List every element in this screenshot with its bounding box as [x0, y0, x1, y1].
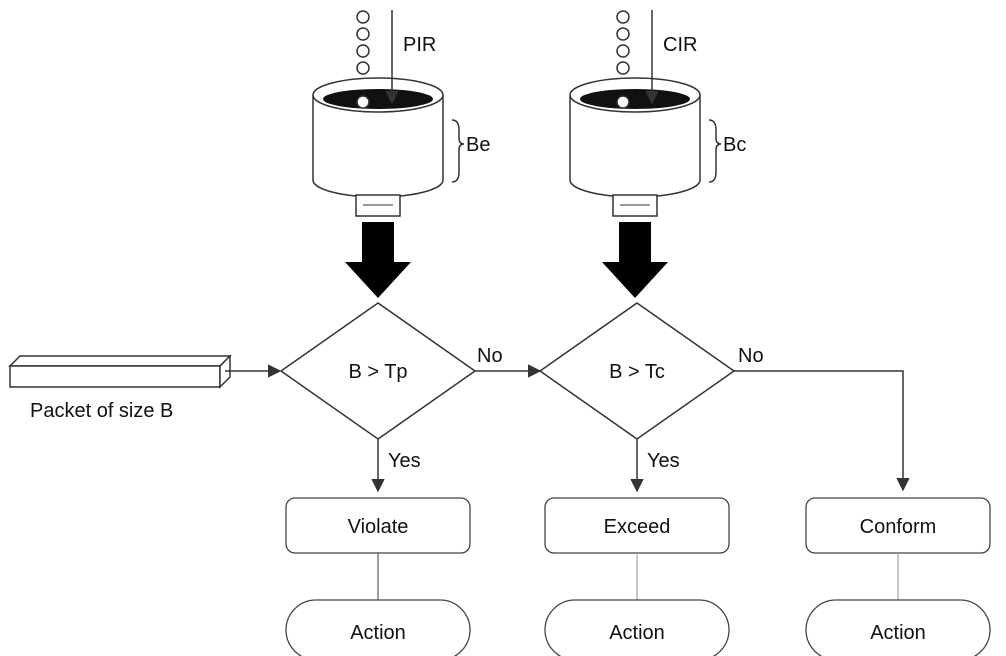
- violate-action-label: Action: [350, 622, 406, 644]
- committed-no-arrow: [734, 370, 910, 492]
- peak-bucket-tokens-level: [323, 89, 433, 109]
- bc-label: Bc: [723, 134, 746, 156]
- token-circle: [356, 44, 370, 58]
- token-circle: [356, 27, 370, 41]
- peak-token-bucket: PIR Be: [312, 10, 490, 298]
- bc-brace: [708, 119, 722, 183]
- conform-action-box: [805, 599, 991, 656]
- committed-flow-arrow: [602, 222, 668, 298]
- token-circle: [616, 61, 630, 75]
- token-circle: [616, 10, 630, 24]
- violate-outcome: Violate Action: [285, 497, 471, 656]
- packet-front-face: [9, 365, 221, 388]
- conform-label: Conform: [860, 516, 937, 538]
- committed-decision-label: B > Tc: [609, 361, 665, 383]
- peak-decision: B > Tp: [279, 302, 477, 440]
- committed-token-bucket: CIR Bc: [569, 10, 746, 298]
- peak-yes-label: Yes: [388, 450, 421, 472]
- be-brace: [451, 119, 465, 183]
- token-circle: [616, 27, 630, 41]
- committed-yes-label: Yes: [647, 450, 680, 472]
- be-label: Be: [466, 134, 490, 156]
- token-circle: [356, 10, 370, 24]
- token-circle: [616, 44, 630, 58]
- packet-label: Packet of size B: [30, 400, 173, 422]
- violate-action-box: [285, 599, 471, 656]
- packet-top-face: [8, 355, 232, 367]
- pir-label: PIR: [403, 34, 436, 56]
- cir-label: CIR: [663, 34, 697, 56]
- exceed-label: Exceed: [604, 516, 671, 538]
- packet: Packet of size B: [8, 354, 232, 422]
- committed-bucket-tokens-level: [580, 89, 690, 109]
- peak-flow-arrow: [345, 222, 411, 298]
- token-circle: [356, 95, 370, 109]
- conform-outcome: Conform Action: [805, 497, 991, 656]
- committed-decision: B > Tc: [538, 302, 736, 440]
- peak-decision-label: B > Tp: [348, 361, 407, 383]
- exceed-action-box: [544, 599, 730, 656]
- token-circle: [616, 95, 630, 109]
- token-circle: [356, 61, 370, 75]
- violate-label: Violate: [348, 516, 409, 538]
- peak-no-label: No: [477, 345, 503, 367]
- exceed-outcome: Exceed Action: [544, 497, 730, 656]
- committed-no-label: No: [738, 345, 764, 367]
- exceed-action-label: Action: [609, 622, 665, 644]
- conform-action-label: Action: [870, 622, 926, 644]
